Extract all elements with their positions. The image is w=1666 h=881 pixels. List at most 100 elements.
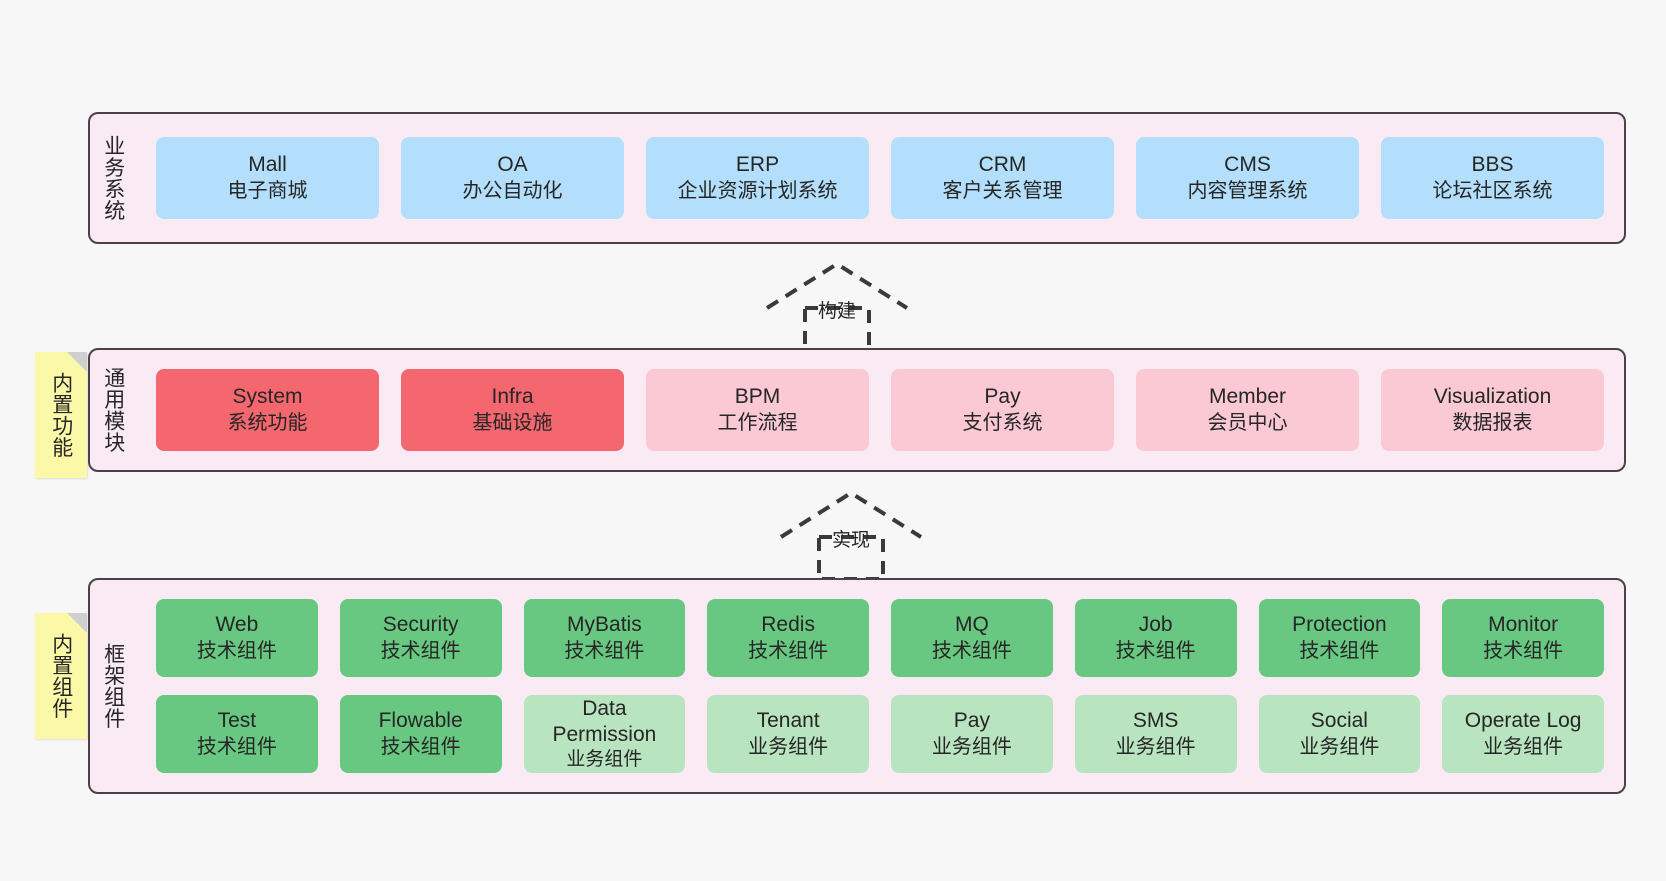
sticky-note-builtin-components-label: 内置组件 <box>49 633 73 719</box>
node-subtitle-cn: 业务组件 <box>566 749 643 771</box>
implement-stem-path <box>817 535 885 581</box>
node-subtitle-cn: 业务组件 <box>748 735 829 758</box>
node-title-en: Tenant <box>756 709 820 733</box>
sticky-note-builtin-components: 内置组件 <box>35 613 87 739</box>
node-title-en: OA <box>497 153 528 177</box>
node-title-en: Web <box>215 613 259 637</box>
sticky-note-builtin-features: 内置功能 <box>35 352 87 478</box>
layer-modules-title: 通用模块 <box>101 367 125 453</box>
node-subtitle-cn: 技术组件 <box>380 735 461 758</box>
note-fold-corner-icon <box>67 352 87 372</box>
node-subtitle-cn: 会员中心 <box>1207 411 1288 434</box>
node-title-en-line2: Permission <box>552 723 657 747</box>
node-subtitle-cn: 系统功能 <box>227 411 308 434</box>
node-subtitle-cn: 业务组件 <box>1115 735 1196 758</box>
node-title-en: ERP <box>735 153 780 177</box>
node-title-en: Operate Log <box>1464 709 1582 733</box>
node-title-en: MQ <box>954 613 989 637</box>
node-title-en: Mall <box>248 153 287 177</box>
node-subtitle-cn: 内容管理系统 <box>1187 179 1308 202</box>
node-subtitle-cn: 业务组件 <box>931 735 1012 758</box>
layer-framework-title: 框架组件 <box>101 643 125 729</box>
node-title-en: BBS <box>1471 153 1514 177</box>
build-arrowhead-path <box>765 261 909 310</box>
node-title-en: Protection <box>1292 613 1387 637</box>
sticky-note-builtin-features-label: 内置功能 <box>49 372 73 458</box>
node-title-en: CMS <box>1224 153 1271 177</box>
node-subtitle-cn: 办公自动化 <box>462 179 563 202</box>
node-subtitle-cn: 论坛社区系统 <box>1432 179 1553 202</box>
node-subtitle-cn: 工作流程 <box>717 411 798 434</box>
node-title-en: Visualization <box>1433 385 1552 409</box>
node-title-en: Flowable <box>378 709 463 733</box>
node-subtitle-cn: 技术组件 <box>1483 639 1564 662</box>
node-subtitle-cn: 电子商城 <box>227 179 308 202</box>
node-title-en: Infra <box>491 385 534 409</box>
node-title-en: SMS <box>1132 709 1179 733</box>
node-title-en: Monitor <box>1488 613 1559 637</box>
node-title-en: Data <box>582 696 627 720</box>
node-subtitle-cn: 技术组件 <box>1115 639 1196 662</box>
node-title-en: Job <box>1138 613 1173 637</box>
implement-arrowhead-path <box>779 490 923 539</box>
build-stem-path <box>803 306 871 352</box>
node-title-en: Member <box>1208 385 1287 409</box>
note-fold-corner-icon <box>67 613 87 633</box>
node-title-en: Test <box>217 709 257 733</box>
node-title-en: CRM <box>978 153 1027 177</box>
node-subtitle-cn: 技术组件 <box>564 639 645 662</box>
connector-build: 构建 <box>757 258 917 352</box>
node-subtitle-cn: 技术组件 <box>1299 639 1380 662</box>
node-title-en: Pay <box>953 709 990 733</box>
node-subtitle-cn: 技术组件 <box>380 639 461 662</box>
node-subtitle-cn: 客户关系管理 <box>942 179 1063 202</box>
node-subtitle-cn: 技术组件 <box>196 735 277 758</box>
node-title-en: Redis <box>761 613 815 637</box>
node-subtitle-cn: 支付系统 <box>962 411 1043 434</box>
node-title-en: Pay <box>984 385 1021 409</box>
node-subtitle-cn: 业务组件 <box>1483 735 1564 758</box>
node-subtitle-cn: 企业资源计划系统 <box>677 179 838 202</box>
layer-business-title: 业务系统 <box>101 135 125 221</box>
node-title-en: Social <box>1310 709 1368 733</box>
